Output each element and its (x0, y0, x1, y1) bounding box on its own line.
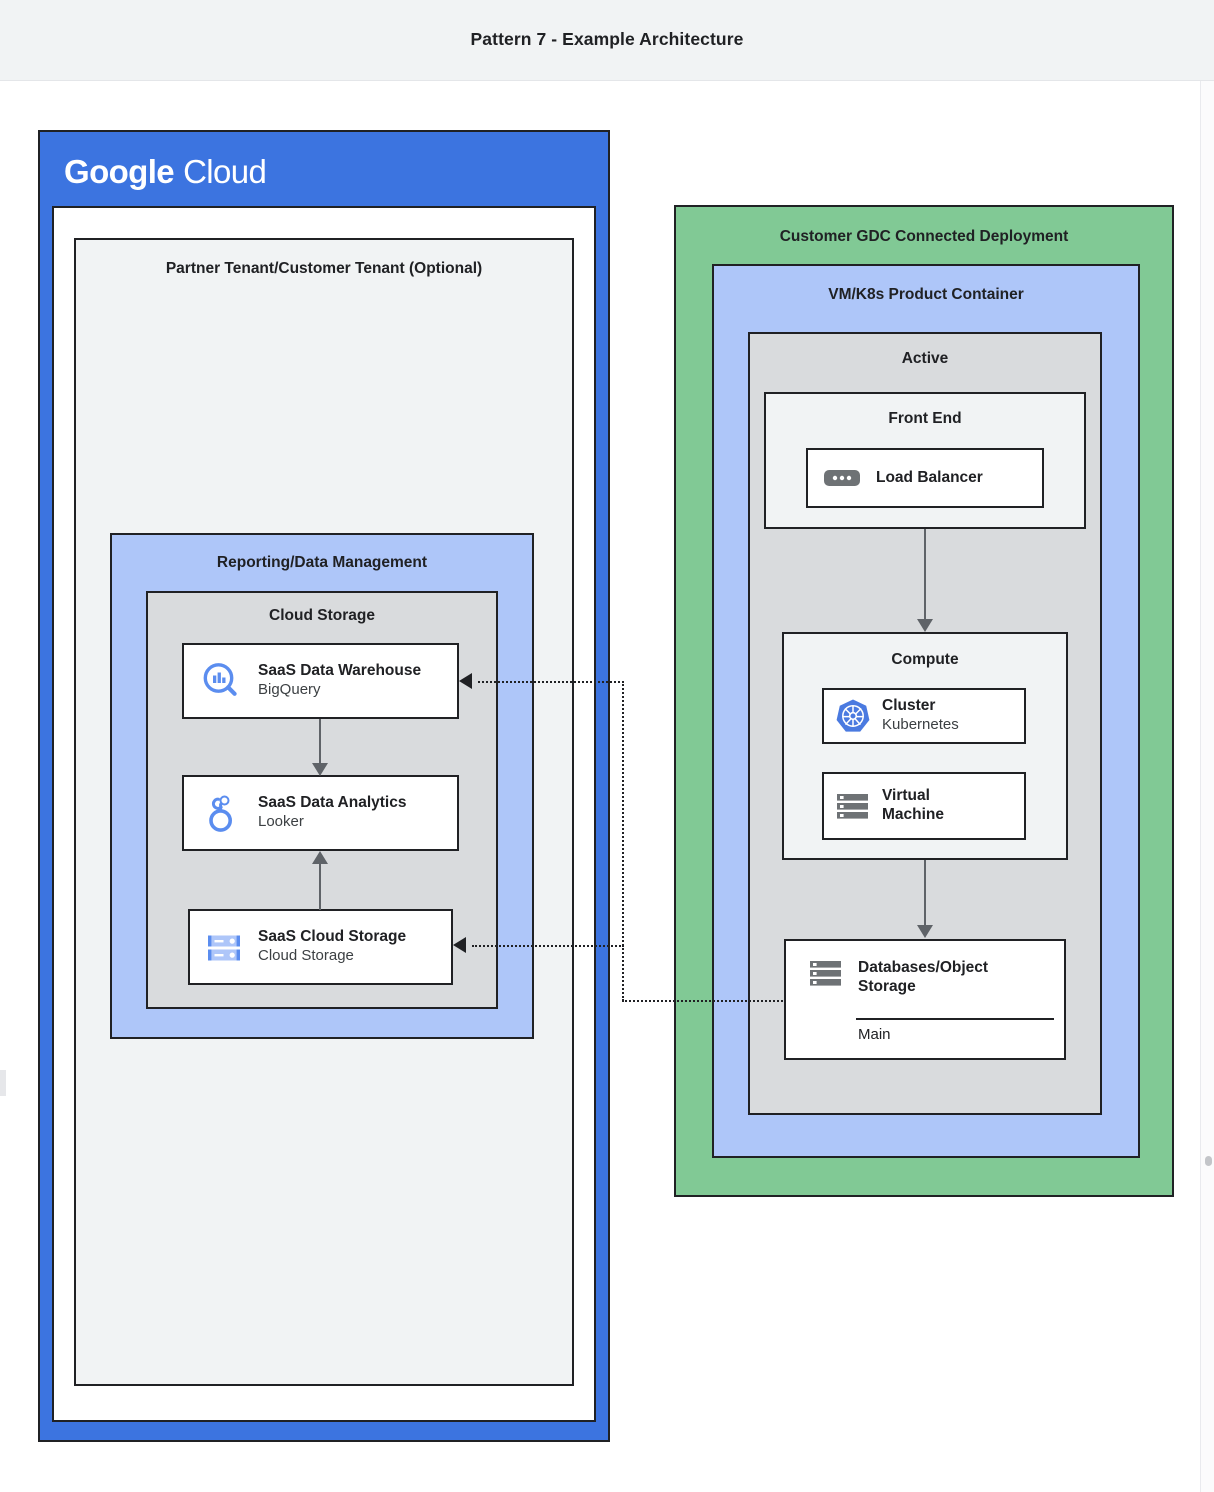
google-cloud-logo-secondary: Cloud (183, 153, 267, 190)
node-title: Load Balancer (876, 468, 983, 486)
node-databases-object-storage[interactable]: Databases/Object Storage Main (784, 939, 1066, 1060)
node-subtitle: BigQuery (258, 681, 321, 699)
node-cluster-text: Cluster Kubernetes (882, 697, 959, 734)
connector-compute-to-database-arrow (917, 925, 933, 938)
node-saas-data-analytics-text: SaaS Data Analytics Looker (258, 794, 406, 831)
reporting-title: Reporting/Data Management (216, 554, 428, 571)
node-subtitle: Looker (258, 813, 304, 831)
database-icon (798, 959, 854, 995)
node-saas-data-analytics[interactable]: SaaS Data Analytics Looker (182, 775, 459, 851)
node-cluster-kubernetes[interactable]: Cluster Kubernetes (822, 688, 1026, 744)
connector-warehouse-to-analytics-line (319, 719, 321, 765)
partner-tenant-title: Partner Tenant/Customer Tenant (Optional… (165, 260, 483, 277)
page-title: Pattern 7 - Example Architecture (470, 29, 744, 49)
node-virtual-machine-text: Virtual Machine (882, 787, 944, 825)
vertical-scrollbar[interactable] (1200, 81, 1214, 1492)
vm-k8s-title: VM/K8s Product Container (828, 286, 1024, 303)
node-saas-data-warehouse-text: SaaS Data Warehouse BigQuery (258, 662, 421, 699)
node-title: Virtual Machine (882, 787, 945, 823)
connector-frontend-to-compute-arrow (917, 619, 933, 632)
left-edge-marker (0, 1070, 6, 1096)
node-saas-cloud-storage[interactable]: SaaS Cloud Storage Cloud Storage (188, 909, 453, 985)
node-load-balancer-text: Load Balancer (876, 469, 983, 488)
connector-storage-to-analytics-arrow (312, 851, 328, 864)
node-title: SaaS Data Warehouse (258, 662, 422, 680)
connector-compute-to-database-line (924, 860, 926, 927)
active-title: Active (901, 350, 949, 367)
connector-dotted-spine (622, 681, 624, 1001)
database-divider (856, 1018, 1054, 1020)
connector-warehouse-to-analytics-arrow (312, 763, 328, 776)
node-title: SaaS Data Analytics (258, 794, 407, 812)
node-virtual-machine[interactable]: Virtual Machine (822, 772, 1026, 840)
connector-dotted-to-cloud-storage (472, 945, 624, 947)
node-saas-data-warehouse[interactable]: SaaS Data Warehouse BigQuery (182, 643, 459, 719)
cloud-storage-icon (190, 927, 258, 967)
connector-storage-to-analytics-line (319, 864, 321, 910)
looker-icon (184, 792, 258, 834)
node-saas-cloud-storage-text: SaaS Cloud Storage Cloud Storage (258, 928, 406, 965)
node-title-line-2: Storage (858, 977, 916, 995)
node-subtitle: Cloud Storage (258, 947, 354, 965)
google-cloud-logo-primary: Google (64, 153, 175, 190)
node-databases-text: Databases/Object Storage (858, 959, 1058, 997)
compute-title: Compute (891, 651, 959, 668)
node-title-line-1: Databases/Object (858, 959, 989, 976)
connector-dotted-to-warehouse (478, 681, 624, 683)
node-load-balancer[interactable]: Load Balancer (806, 448, 1044, 508)
connector-dotted-to-cloud-storage-arrow (453, 937, 466, 953)
customer-gdc-title: Customer GDC Connected Deployment (779, 228, 1069, 245)
page-header: Pattern 7 - Example Architecture (0, 0, 1214, 81)
connector-dotted-to-warehouse-arrow (459, 673, 472, 689)
node-title: Cluster (882, 697, 936, 715)
front-end-title: Front End (888, 410, 962, 427)
node-subtitle: Kubernetes (882, 716, 959, 734)
scrollbar-thumb[interactable] (1205, 1156, 1212, 1166)
bigquery-icon (184, 661, 258, 701)
kubernetes-icon (824, 696, 882, 736)
virtual-machine-icon (824, 788, 882, 824)
connector-dotted-from-database (622, 1000, 786, 1002)
node-title: SaaS Cloud Storage (258, 928, 407, 946)
connector-frontend-to-compute-line (924, 529, 926, 621)
load-balancer-icon (808, 467, 876, 489)
database-instance-label: Main (858, 1026, 891, 1043)
cloud-storage-group-title: Cloud Storage (269, 607, 375, 624)
